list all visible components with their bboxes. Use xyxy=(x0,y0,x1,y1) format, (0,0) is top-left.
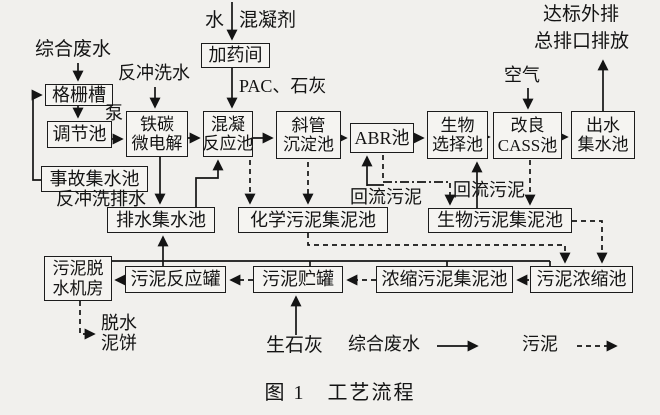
label-pac-lime: PAC、石灰 xyxy=(239,76,327,96)
node-coagulation-tank: 混凝反应池 xyxy=(203,111,254,157)
label-coagulant: 混凝剂 xyxy=(239,10,297,31)
label-raw-wastewater: 综合废水 xyxy=(35,39,112,60)
label-return-sludge-right: 回流污泥 xyxy=(453,180,525,200)
node-sludge-storage: 污泥贮罐 xyxy=(253,266,343,293)
label-backwash-drain: 反冲洗排水 xyxy=(56,189,146,209)
label-pump: 泵 xyxy=(105,103,123,123)
label-backwash-water: 反冲洗水 xyxy=(118,63,190,83)
label-discharge-line1: 达标外排 xyxy=(543,4,620,25)
edge-drainagetank-to-coagulation xyxy=(195,159,224,207)
node-effluent-tank: 出水集水池 xyxy=(571,111,635,159)
label-discharge-line2: 总排口排放 xyxy=(534,31,630,52)
node-regulating-tank: 调节池 xyxy=(47,121,112,148)
label-air: 空气 xyxy=(504,65,540,85)
node-sludge-thickener: 污泥浓缩池 xyxy=(530,266,633,293)
node-dosing-room: 加药间 xyxy=(201,43,270,68)
node-chem-sludge-tank: 化学污泥集泥池 xyxy=(238,207,388,233)
edge-dewatering-to-cake xyxy=(79,301,96,340)
edge-accident-to-grating xyxy=(31,89,43,181)
node-accident-tank: 事故集水池 xyxy=(41,166,148,192)
node-dewatering-room: 污泥脱水机房 xyxy=(44,256,112,301)
node-bio-selector: 生物选择池 xyxy=(427,111,488,159)
label-water: 水 xyxy=(205,10,225,31)
node-inclined-settler: 斜管沉淀池 xyxy=(276,111,341,159)
label-return-sludge-left: 回流污泥 xyxy=(350,187,422,207)
edge-chemsludge-to-thickener xyxy=(307,233,571,264)
node-thick-sludge-tank: 浓缩污泥集泥池 xyxy=(376,266,513,293)
node-drainage-tank: 排水集水池 xyxy=(107,207,215,233)
node-bio-sludge-tank: 生物污泥集泥池 xyxy=(428,208,572,233)
node-sludge-reactor: 污泥反应罐 xyxy=(125,266,226,293)
edge-biosludge-to-thickener xyxy=(572,220,608,264)
label-dewatered-cake: 脱水泥饼 xyxy=(101,313,137,353)
node-abr-tank: ABR池 xyxy=(350,123,414,153)
legend-wastewater-label: 综合废水 xyxy=(348,334,420,354)
node-grating-tank: 格栅槽 xyxy=(45,84,113,106)
figure-caption: 图 1 工艺流程 xyxy=(264,382,416,404)
node-iron-carbon: 铁碳微电解 xyxy=(126,111,188,157)
label-quicklime: 生石灰 xyxy=(266,335,324,356)
legend-sludge-label: 污泥 xyxy=(522,334,558,354)
